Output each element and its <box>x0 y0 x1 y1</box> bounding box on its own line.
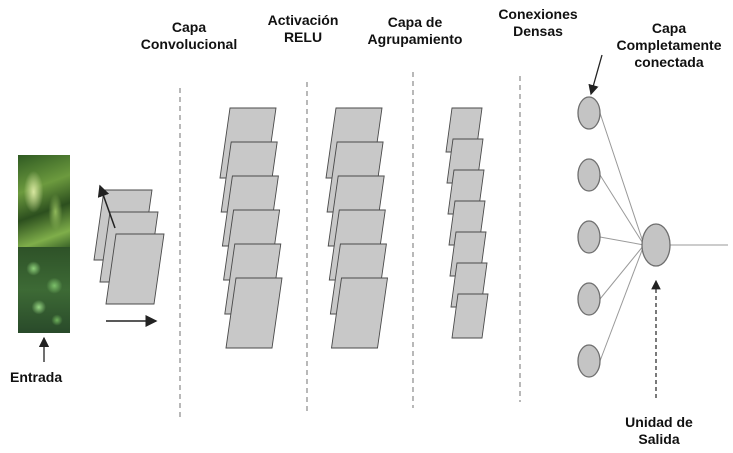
input-feature-sheet <box>105 233 165 305</box>
fc-node <box>577 96 601 130</box>
label-fc: Capa Completamente conectada <box>608 20 730 71</box>
input-photo-clover <box>18 247 70 333</box>
fc-edge <box>599 112 645 246</box>
label-conv-line2: Convolucional <box>140 36 238 52</box>
label-fc-line2: Completamente <box>616 37 722 53</box>
depth-arrow <box>97 184 116 229</box>
label-fc-line1: Capa <box>651 20 687 36</box>
label-pool-line1: Capa de <box>387 14 443 30</box>
label-conv: Capa Convolucional <box>133 19 245 53</box>
label-output: Unidad de Salida <box>619 414 699 448</box>
label-pool: Capa de Agrupamiento <box>360 14 470 48</box>
fc-edge <box>599 244 645 300</box>
output-node <box>641 223 671 267</box>
label-input-text: Entrada <box>10 369 63 385</box>
label-relu-line2: RELU <box>283 29 323 45</box>
fc-edge <box>599 174 645 246</box>
relu-feature-map <box>330 277 389 349</box>
fc-edge <box>599 236 645 246</box>
fc-node <box>577 158 601 192</box>
input-photo-leaves <box>18 155 70 247</box>
fc-label-arrow <box>588 54 603 96</box>
fc-node <box>577 282 601 316</box>
label-relu: Activación RELU <box>258 12 348 46</box>
label-dense: Conexiones Densas <box>491 6 585 40</box>
label-relu-line1: Activación <box>267 12 339 28</box>
label-conv-line1: Capa <box>171 19 207 35</box>
fc-node <box>577 220 601 254</box>
conv-feature-map <box>225 277 283 349</box>
label-pool-line2: Agrupamiento <box>367 31 463 47</box>
fc-node <box>577 344 601 378</box>
fc-edge <box>599 244 645 362</box>
label-input: Entrada <box>10 369 62 386</box>
label-fc-line3: conectada <box>634 54 704 70</box>
label-output-line1: Unidad de <box>625 414 693 430</box>
label-dense-line2: Densas <box>513 23 563 39</box>
label-dense-line1: Conexiones <box>498 6 578 22</box>
pool-feature-map <box>451 293 489 339</box>
label-output-line2: Salida <box>638 431 680 447</box>
